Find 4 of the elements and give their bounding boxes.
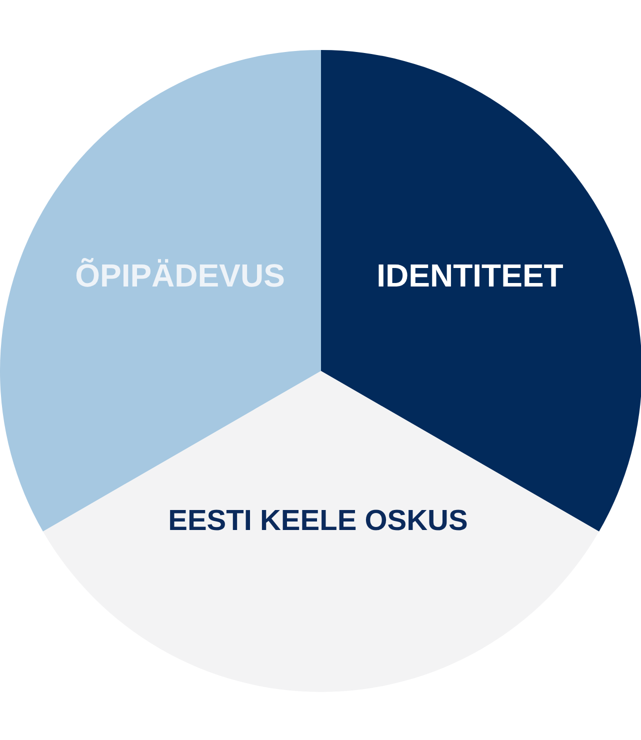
sector-label: IDENTITEET [376, 258, 564, 294]
pie-sector [43, 371, 599, 692]
sector-label: EESTI KEELE OSKUS [168, 506, 468, 538]
sector-label: ÕPIPÄDEVUS [75, 258, 285, 294]
